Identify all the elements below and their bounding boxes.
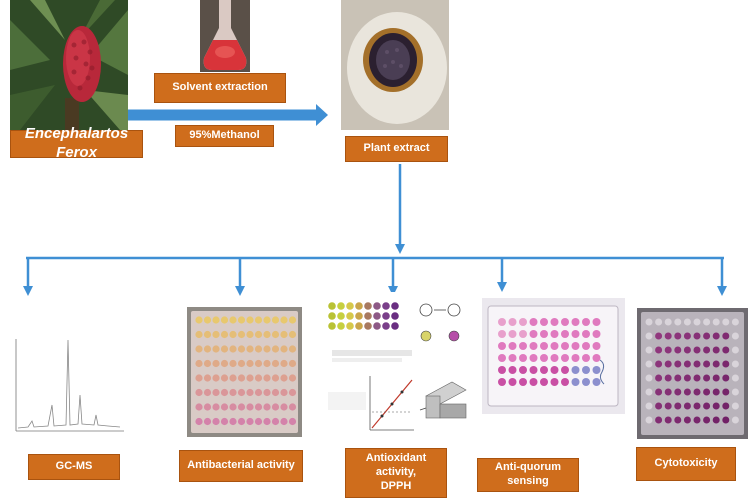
gcms-arrow-head: [23, 286, 33, 296]
plant-extract-dish-photo: [341, 0, 449, 130]
species-label: Encephalartos Ferox: [10, 125, 143, 161]
extract-down-head: [395, 244, 405, 254]
antioxidant-label-text: Antioxidant activity, DPPH: [365, 452, 427, 492]
antioxidant-arrow-head: [388, 286, 398, 296]
gcms-chromatogram-image: [8, 335, 126, 443]
cytotoxicity-label: Cytotoxicity: [636, 447, 736, 481]
quorum-arrow-head: [497, 282, 507, 292]
gcms-label: GC-MS: [28, 454, 120, 480]
anti-quorum-label: Anti-quorum sensing: [477, 458, 579, 492]
cytotoxicity-arrow-head: [717, 286, 727, 296]
antibacterial-arrow-head: [235, 286, 245, 296]
flask-photo: [200, 0, 250, 72]
plant-extract-label: Plant extract: [345, 136, 448, 162]
cytotoxicity-plate-photo: [637, 308, 748, 439]
dpph-assay-figure: [322, 292, 472, 444]
anti-quorum-plate-photo: [482, 298, 625, 414]
solvent-extraction-label: Solvent extraction: [154, 73, 286, 103]
antibacterial-label: Antibacterial activity: [179, 450, 303, 482]
methanol-label: 95%Methanol: [175, 125, 274, 147]
antibacterial-plate-photo: [187, 307, 302, 437]
cycad-cone-photo: [10, 0, 128, 130]
antioxidant-label: Antioxidant activity, DPPH: [345, 448, 447, 498]
extraction-arrow-head: [316, 104, 328, 126]
